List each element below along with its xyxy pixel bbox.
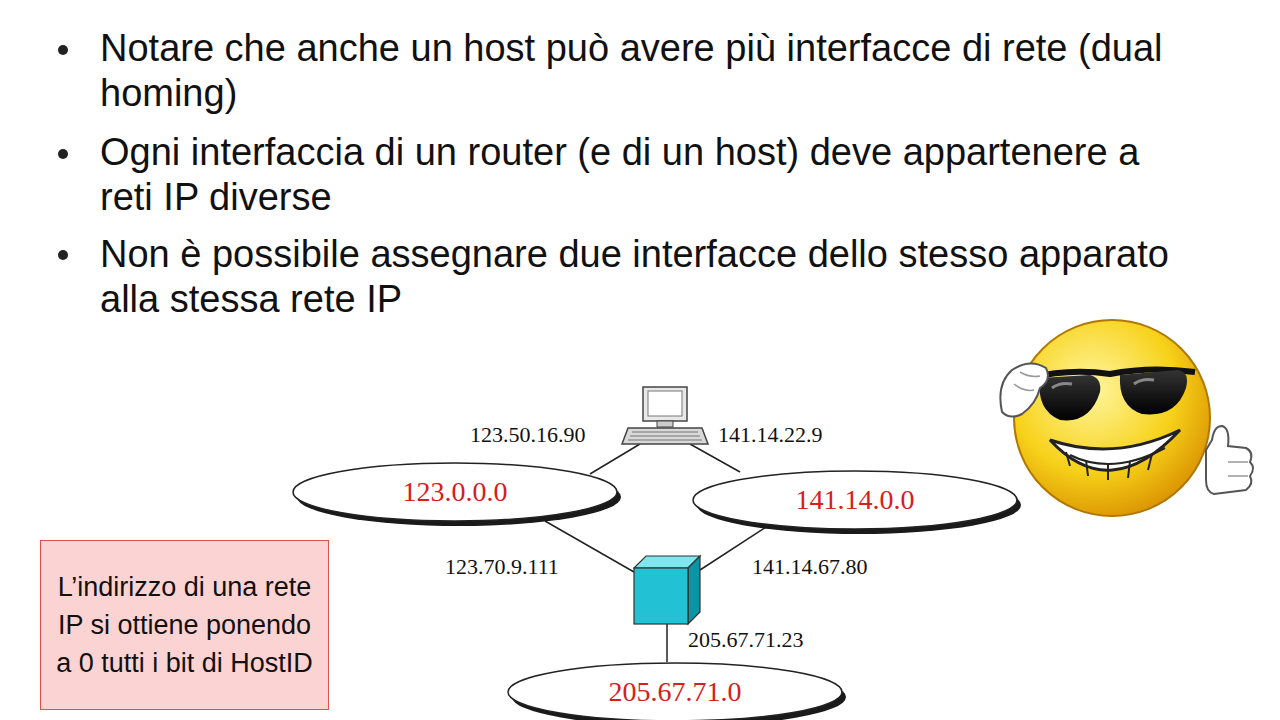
network-ellipse: 205.67.71.0 — [505, 660, 845, 720]
wire — [690, 444, 740, 472]
network-address: 141.14.0.0 — [796, 484, 915, 516]
network-address: 205.67.71.0 — [609, 676, 742, 708]
ip-address: 205.67.71.23 — [688, 627, 804, 653]
bullet-dot — [58, 45, 68, 55]
smiley-illustration — [1000, 320, 1253, 516]
ip-address: 123.70.9.111 — [445, 554, 559, 580]
host-computer-icon — [622, 387, 708, 444]
bullet-text: Notare che anche un host può avere più i… — [100, 26, 1190, 116]
ip-address: 141.14.22.9 — [718, 422, 823, 448]
ip-address: 123.50.16.90 — [470, 422, 586, 448]
bullet-text: Ogni interfaccia di un router (e di un h… — [100, 130, 1190, 220]
network-address: 123.0.0.0 — [403, 476, 508, 508]
note-box: L’indirizzo di una rete IP si ottiene po… — [40, 540, 329, 710]
note-text: L’indirizzo di una rete IP si ottiene po… — [55, 568, 314, 682]
wire — [666, 624, 668, 662]
network-ellipse: 123.0.0.0 — [290, 460, 620, 524]
wire — [590, 444, 640, 474]
bullet-dot — [58, 149, 68, 159]
bullet-text: Non è possibile assegnare due interfacce… — [100, 232, 1190, 322]
bullet-dot — [58, 250, 68, 260]
network-ellipse: 141.14.0.0 — [690, 468, 1020, 532]
bullet-marks — [58, 45, 68, 260]
ip-address: 141.14.67.80 — [752, 554, 868, 580]
router-cube-icon — [634, 556, 700, 624]
